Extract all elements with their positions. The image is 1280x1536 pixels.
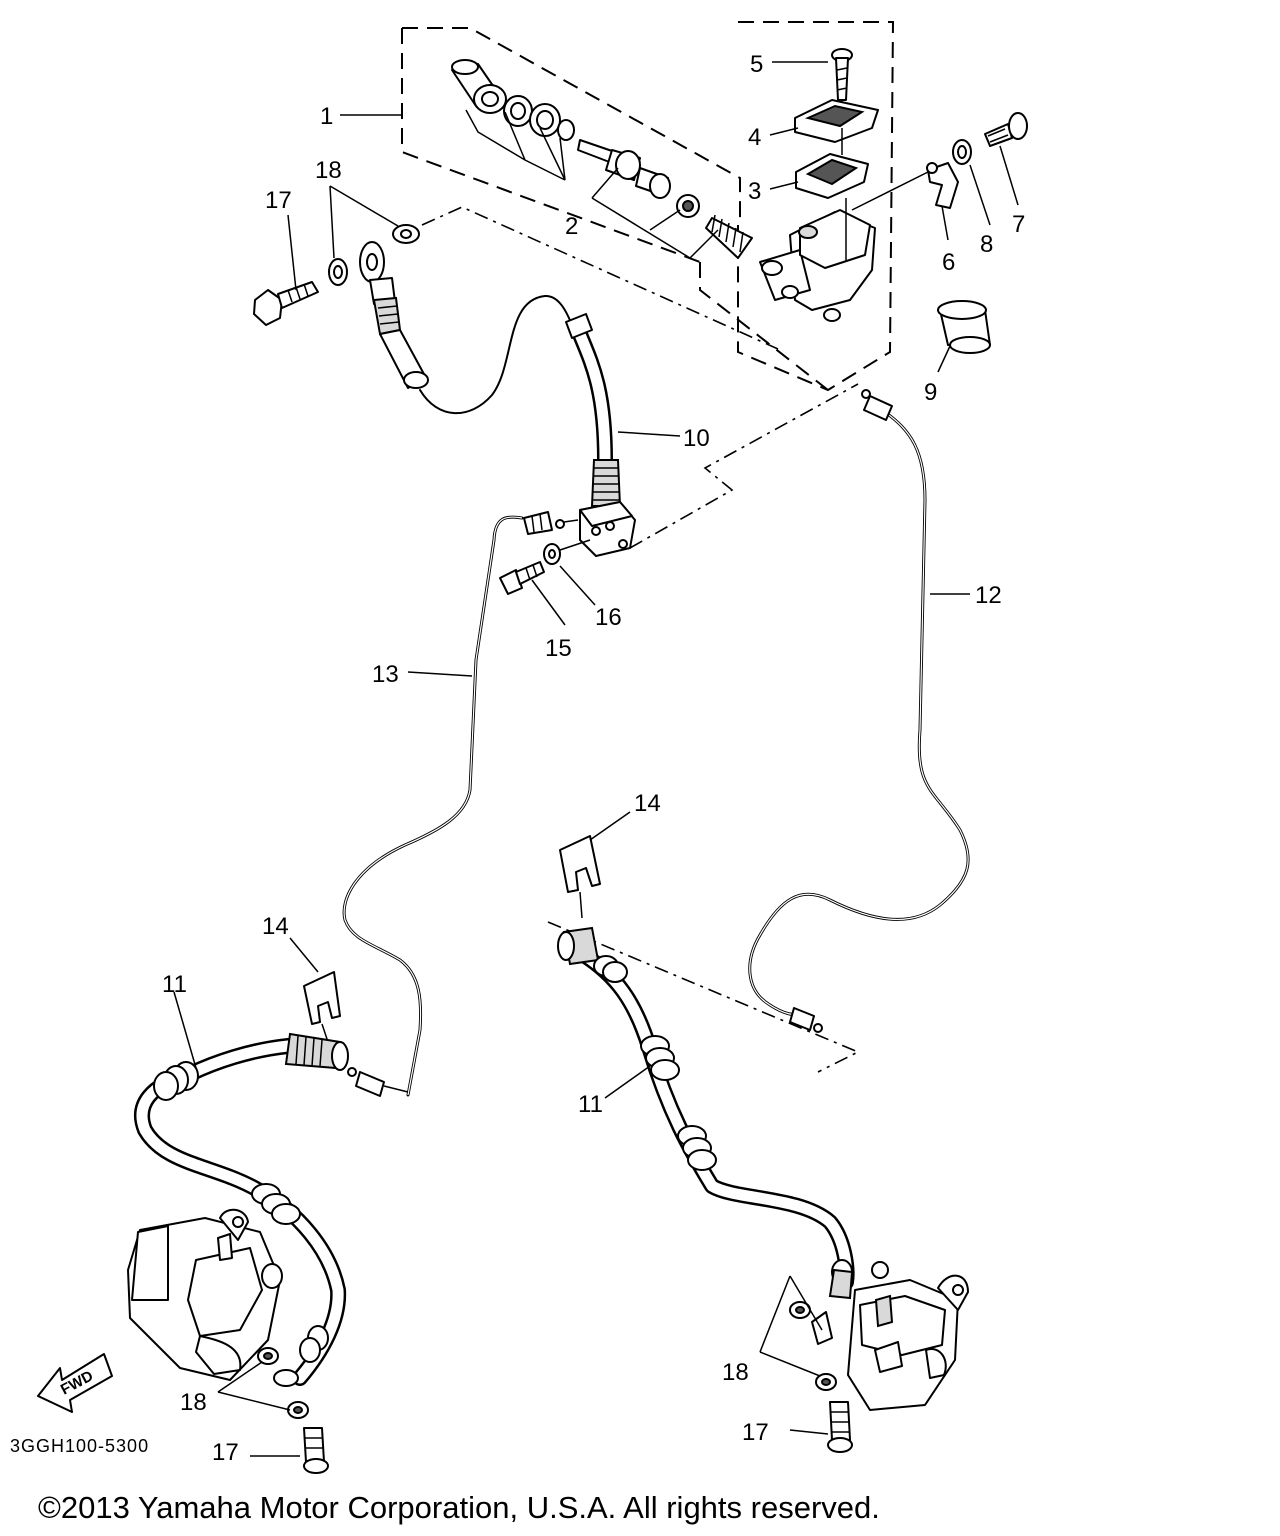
piston — [577, 139, 700, 218]
left-brake-caliper — [127, 1208, 283, 1381]
callout-17-right: 17 — [742, 1419, 769, 1446]
callout-9: 9 — [924, 379, 937, 406]
callout-16: 16 — [595, 604, 622, 631]
callout-12: 12 — [975, 582, 1002, 609]
forward-direction-arrow-icon: FWD — [37, 1353, 113, 1413]
callout-2: 2 — [565, 213, 578, 240]
callout-14-right: 14 — [634, 790, 661, 817]
washer-18-upper-b — [392, 224, 420, 244]
callout-numbers: 1 2 3 4 5 6 7 8 9 10 11 11 12 13 14 14 1… — [162, 51, 1025, 1466]
hose-10-routing-line — [419, 294, 576, 415]
banjo-bolt-17-upper — [253, 281, 319, 326]
right-brake-caliper — [847, 1261, 969, 1411]
brake-hose-11-right — [557, 926, 855, 1300]
callout-13: 13 — [372, 661, 399, 688]
callout-17-upper: 17 — [265, 187, 292, 214]
diaphragm — [795, 153, 869, 262]
joint-guide-line — [629, 383, 859, 549]
master-cylinder-assembly-outline — [699, 21, 895, 392]
callout-10: 10 — [683, 425, 710, 452]
hose-clip-14-right — [559, 835, 601, 919]
callout-15: 15 — [545, 635, 572, 662]
banjo-bolt-17-right — [827, 1401, 853, 1453]
brake-hose-joint — [579, 501, 636, 557]
clamp-bolt — [984, 112, 1028, 147]
callout-6: 6 — [942, 249, 955, 276]
callout-18-left: 18 — [180, 1389, 207, 1416]
callout-11-right: 11 — [578, 1091, 603, 1118]
diagram-code: 3GGH100-5300 — [10, 1436, 149, 1456]
callout-18-upper: 18 — [315, 157, 342, 184]
joint-bolt-15 — [499, 561, 545, 595]
piston-kit-leaders — [465, 109, 719, 259]
callout-8: 8 — [980, 231, 993, 258]
return-spring — [705, 214, 753, 259]
reservoir-cap — [794, 99, 879, 155]
washers-18-left — [257, 1347, 309, 1419]
callout-7: 7 — [1012, 211, 1025, 238]
master-cylinder-kit-outline — [401, 27, 741, 263]
master-cylinder-body — [759, 209, 876, 322]
brake-hose-11-left — [134, 1032, 349, 1387]
washer-8 — [952, 139, 972, 165]
washer-18-upper-a — [328, 258, 348, 286]
callout-18-right: 18 — [722, 1359, 749, 1386]
brake-pipe-12 — [748, 389, 970, 1033]
holder-clamp — [851, 162, 959, 211]
washer-16 — [543, 539, 591, 565]
brake-pipe-13 — [342, 515, 524, 1097]
callout-leader-lines — [173, 61, 1019, 1457]
callout-4: 4 — [748, 124, 761, 151]
callout-3: 3 — [748, 178, 761, 205]
banjo-bolt-17-left — [303, 1427, 329, 1474]
banjo-fitting-upper — [359, 241, 429, 389]
copyright-notice: ©2013 Yamaha Motor Corporation, U.S.A. A… — [38, 1490, 880, 1525]
lever-boot — [937, 300, 991, 354]
connection-guide-line — [421, 206, 779, 350]
callout-1: 1 — [320, 103, 333, 130]
callout-5: 5 — [750, 51, 763, 78]
piston-cups — [503, 95, 575, 141]
washers-18-right — [789, 1301, 837, 1391]
callout-11-left: 11 — [162, 971, 187, 998]
brake-pipe-13-upper-fitting — [523, 511, 579, 535]
callout-14-left: 14 — [262, 913, 289, 940]
piston-boot — [451, 59, 507, 114]
callout-17-left: 17 — [212, 1439, 239, 1466]
hose-clip-14-left — [303, 971, 341, 1043]
brake-hose-10 — [565, 313, 622, 507]
